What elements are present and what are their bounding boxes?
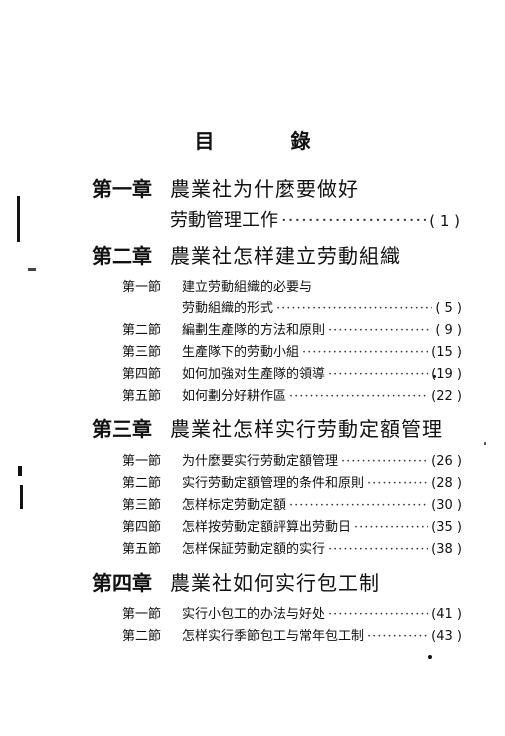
chapter-title-continued: 劳動管理工作 xyxy=(170,210,278,231)
leader-dots: ········································… xyxy=(367,476,429,491)
section-3-2: 第二節 实行劳動定額管理的条件和原則 ·····················… xyxy=(122,472,462,491)
section-number: 第二節 xyxy=(122,476,162,491)
section-title: 怎样标定劳動定額 xyxy=(182,498,287,513)
leader-dots: ········································… xyxy=(281,210,426,231)
page-number: (19 ) xyxy=(431,367,462,382)
section-2-4: 第四節 如何加強对生產隊的領導 ························… xyxy=(122,363,462,382)
chapter-3-heading: 第三章農業社怎样实行劳動定額管理 xyxy=(92,413,472,442)
section-number: 第二節 xyxy=(122,629,162,644)
leader-dots: ········································… xyxy=(328,323,432,338)
section-2-1-continued: 劳動組織的形式 ································… xyxy=(182,297,462,316)
section-4-2: 第二節 怎样实行季節包工与常年包工制 ·····················… xyxy=(122,625,462,644)
leader-dots: ········································… xyxy=(302,345,429,360)
section-title: 实行劳動定額管理的条件和原則 xyxy=(182,476,365,491)
section-title: 如何劃分好耕作區 xyxy=(182,389,287,404)
section-number: 第三節 xyxy=(122,498,162,513)
section-4-1: 第一節 实行小包工的办法与好处 ························… xyxy=(122,603,462,622)
page-number: ( 9 ) xyxy=(435,323,462,338)
chapter-1-heading: 第一章農業社为什麼要做好 xyxy=(92,173,472,202)
section-3-1: 第一節 为什麼要实行劳動定額管理 ·······················… xyxy=(122,450,462,469)
section-number: 第一節 xyxy=(122,607,162,622)
chapter-number: 第一章 xyxy=(92,177,152,201)
section-number: 第五節 xyxy=(122,542,162,557)
section-3-3: 第三節 怎样标定劳動定額 ···························… xyxy=(122,494,462,513)
page-number: (28 ) xyxy=(431,476,462,491)
section-2-2: 第二節 編劃生產隊的方法和原則 ························… xyxy=(122,319,462,338)
page-number: (26 ) xyxy=(431,454,462,469)
page-number: (15 ) xyxy=(431,345,462,360)
section-title: 怎样按劳動定額評算出劳動日 xyxy=(182,520,352,535)
section-2-5: 第五節 如何劃分好耕作區 ···························… xyxy=(122,385,462,404)
section-title: 如何加強对生產隊的領導 xyxy=(182,367,326,382)
chapter-2-heading: 第二章農業社怎样建立劳動組織 xyxy=(92,240,472,269)
section-title: 怎样保証劳動定額的实行 xyxy=(182,542,326,557)
section-2-3: 第三節 生產隊下的劳動小組 ··························… xyxy=(122,341,462,360)
scan-mark xyxy=(484,442,486,445)
chapter-number: 第四章 xyxy=(92,571,152,595)
scan-mark xyxy=(18,466,22,476)
section-title-continued: 劳動組織的形式 xyxy=(182,301,274,316)
chapter-title: 農業社为什麼要做好 xyxy=(170,177,359,201)
section-number: 第二節 xyxy=(122,323,162,338)
chapter-title: 農業社怎样实行劳動定額管理 xyxy=(170,417,443,441)
section-title: 編劃生產隊的方法和原則 xyxy=(182,323,326,338)
section-title: 建立劳動組織的必要与 xyxy=(182,280,313,295)
section-number: 第四節 xyxy=(122,520,162,535)
chapter-4-heading: 第四章農業社如何实行包工制 xyxy=(92,567,472,596)
leader-dots: ········································… xyxy=(354,520,428,535)
toc-title: 目 錄 xyxy=(194,129,339,153)
page-number: ( 1 ) xyxy=(429,212,460,230)
leader-dots: ········································… xyxy=(367,629,429,644)
scan-mark xyxy=(17,196,20,242)
section-title: 怎样实行季節包工与常年包工制 xyxy=(182,629,365,644)
leader-dots: ········································… xyxy=(276,301,433,316)
scan-mark xyxy=(428,655,432,659)
leader-dots: ········································… xyxy=(289,389,428,404)
page-number: (43 ) xyxy=(431,629,462,644)
leader-dots: ········································… xyxy=(341,454,429,469)
section-number: 第一節 xyxy=(122,454,162,469)
page-number: (35 ) xyxy=(431,520,462,535)
page-number: (41 ) xyxy=(431,607,462,622)
leader-dots: ········································… xyxy=(328,542,428,557)
page-number: (38 ) xyxy=(431,542,462,557)
chapter-1-entry: 劳動管理工作 ·································… xyxy=(170,206,460,232)
section-title: 生產隊下的劳動小組 xyxy=(182,345,300,360)
chapter-number: 第三章 xyxy=(92,417,152,441)
section-number: 第三節 xyxy=(122,345,162,360)
section-number: 第五節 xyxy=(122,389,162,404)
leader-dots: ········································… xyxy=(289,498,428,513)
section-3-5: 第五節 怎样保証劳動定額的实行 ························… xyxy=(122,538,462,557)
section-title: 实行小包工的办法与好处 xyxy=(182,607,326,622)
page-number: (30 ) xyxy=(431,498,462,513)
section-2-1: 第一節 建立劳動組織的必要与 xyxy=(122,276,462,295)
chapter-title: 農業社怎样建立劳動組織 xyxy=(170,244,401,268)
section-number: 第一節 xyxy=(122,280,162,295)
chapter-number: 第二章 xyxy=(92,244,152,268)
scan-mark xyxy=(28,268,36,271)
scan-mark xyxy=(20,485,23,509)
chapter-title: 農業社如何实行包工制 xyxy=(170,571,380,595)
leader-dots: ········································… xyxy=(328,367,428,382)
section-number: 第四節 xyxy=(122,367,162,382)
leader-dots: ········································… xyxy=(328,607,428,622)
section-3-4: 第四節 怎样按劳動定額評算出劳動日 ······················… xyxy=(122,516,462,535)
page-number: (22 ) xyxy=(431,389,462,404)
section-title: 为什麼要实行劳動定額管理 xyxy=(182,454,339,469)
scan-mark xyxy=(433,375,436,378)
page-number: ( 5 ) xyxy=(435,301,462,316)
